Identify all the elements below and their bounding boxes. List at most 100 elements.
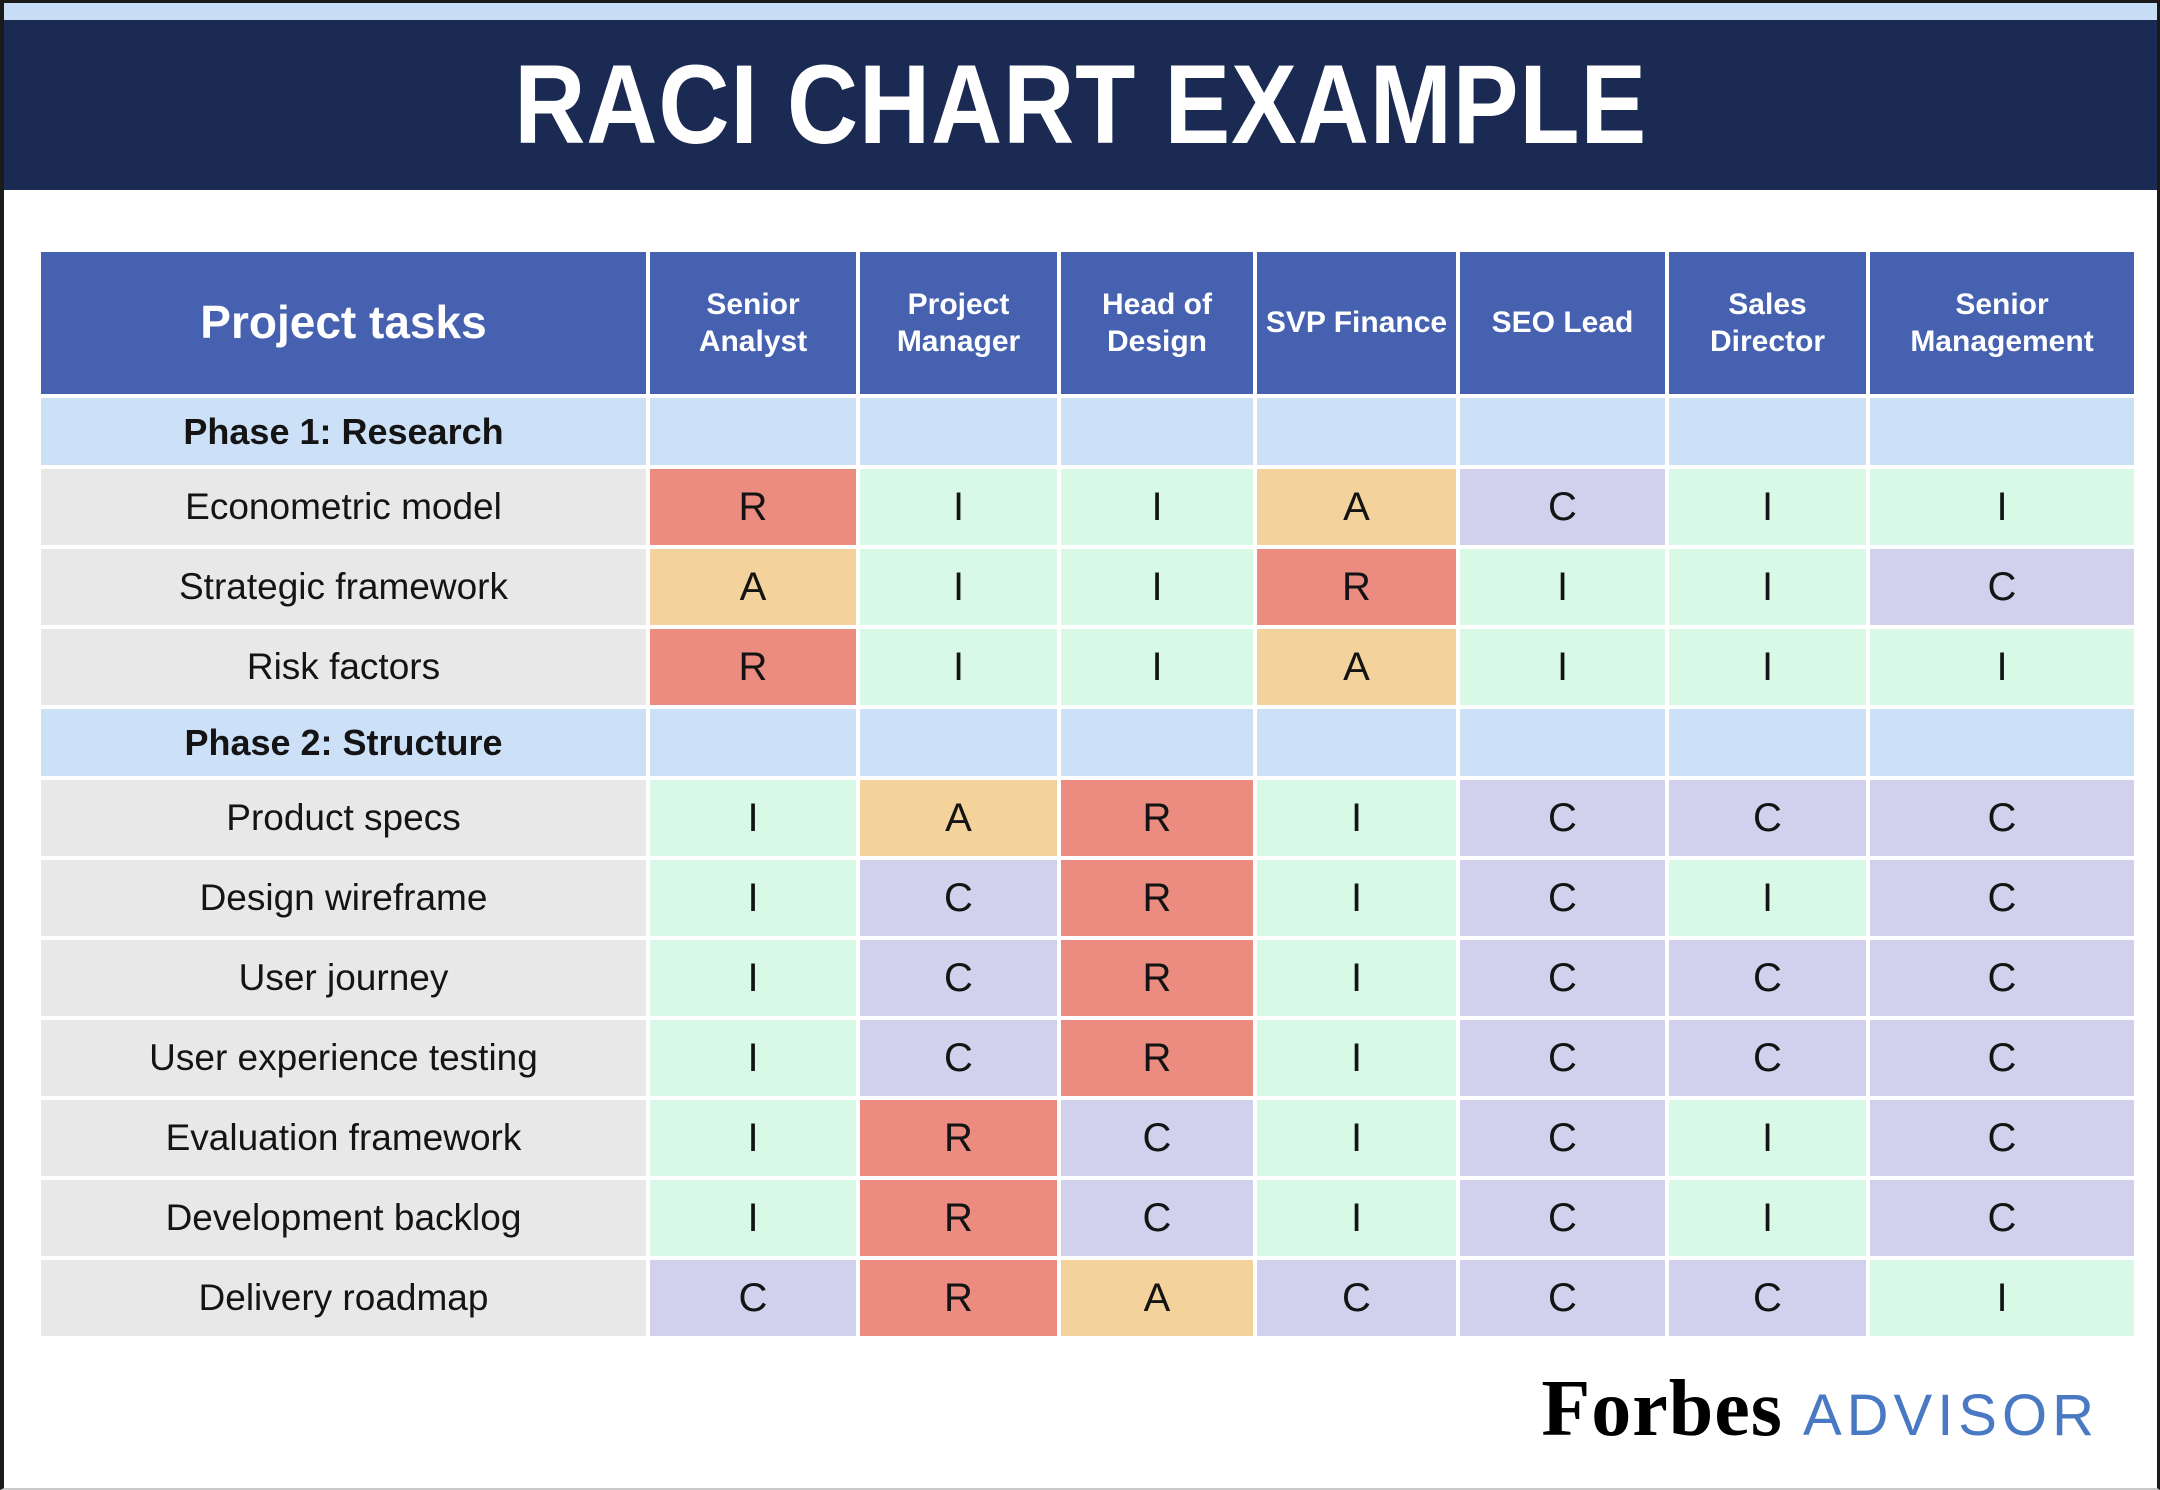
- raci-cell-I: I: [650, 1180, 856, 1256]
- raci-cell-I: I: [1257, 1180, 1456, 1256]
- raci-cell-I: I: [1257, 1020, 1456, 1096]
- phase-empty-cell: [1257, 709, 1456, 776]
- task-label-strategic-framework: Strategic framework: [41, 549, 646, 625]
- column-header-svp-finance: SVP Finance: [1257, 252, 1456, 394]
- raci-cell-R: R: [1061, 940, 1253, 1016]
- column-header-senior-analyst: Senior Analyst: [650, 252, 856, 394]
- raci-cell-C: C: [1870, 549, 2134, 625]
- raci-cell-R: R: [860, 1180, 1057, 1256]
- column-header-project-tasks: Project tasks: [41, 252, 646, 394]
- raci-cell-I: I: [650, 1020, 856, 1096]
- raci-cell-I: I: [650, 1100, 856, 1176]
- task-label-user-experience-testing: User experience testing: [41, 1020, 646, 1096]
- raci-cell-R: R: [1257, 549, 1456, 625]
- raci-cell-I: I: [860, 549, 1057, 625]
- phase-label-phase-1-research: Phase 1: Research: [41, 398, 646, 465]
- raci-cell-I: I: [1257, 860, 1456, 936]
- raci-cell-C: C: [1870, 940, 2134, 1016]
- phase-empty-cell: [1870, 398, 2134, 465]
- raci-cell-R: R: [650, 629, 856, 705]
- raci-cell-I: I: [650, 940, 856, 1016]
- task-label-design-wireframe: Design wireframe: [41, 860, 646, 936]
- raci-cell-C: C: [1870, 860, 2134, 936]
- raci-cell-I: I: [1870, 469, 2134, 545]
- raci-cell-C: C: [1870, 1180, 2134, 1256]
- column-header-sales-director: Sales Director: [1669, 252, 1866, 394]
- raci-cell-A: A: [1257, 629, 1456, 705]
- raci-cell-I: I: [1669, 860, 1866, 936]
- raci-cell-C: C: [1460, 469, 1665, 545]
- raci-cell-I: I: [1460, 629, 1665, 705]
- task-label-risk-factors: Risk factors: [41, 629, 646, 705]
- task-label-evaluation-framework: Evaluation framework: [41, 1100, 646, 1176]
- phase-empty-cell: [1257, 398, 1456, 465]
- raci-cell-R: R: [860, 1100, 1057, 1176]
- raci-cell-R: R: [1061, 780, 1253, 856]
- raci-cell-C: C: [1460, 940, 1665, 1016]
- raci-cell-I: I: [1870, 629, 2134, 705]
- raci-cell-R: R: [650, 469, 856, 545]
- raci-cell-C: C: [1460, 1100, 1665, 1176]
- raci-cell-I: I: [1669, 1180, 1866, 1256]
- raci-cell-C: C: [860, 860, 1057, 936]
- phase-empty-cell: [1460, 398, 1665, 465]
- column-header-seo-lead: SEO Lead: [1460, 252, 1665, 394]
- top-strip: [4, 3, 2157, 20]
- advisor-wordmark: ADVISOR: [1802, 1383, 2099, 1448]
- phase-empty-cell: [1870, 709, 2134, 776]
- phase-empty-cell: [1669, 709, 1866, 776]
- raci-cell-I: I: [1061, 549, 1253, 625]
- banner: RACI CHART EXAMPLE: [4, 20, 2157, 190]
- phase-row: Phase 1: Research: [41, 398, 2134, 465]
- raci-cell-C: C: [1870, 1020, 2134, 1096]
- raci-cell-A: A: [1061, 1260, 1253, 1336]
- raci-cell-I: I: [1257, 780, 1456, 856]
- raci-cell-C: C: [1669, 1260, 1866, 1336]
- raci-cell-I: I: [1870, 1260, 2134, 1336]
- phase-empty-cell: [650, 398, 856, 465]
- raci-cell-C: C: [1061, 1100, 1253, 1176]
- raci-cell-I: I: [650, 860, 856, 936]
- task-label-product-specs: Product specs: [41, 780, 646, 856]
- raci-cell-C: C: [1669, 1020, 1866, 1096]
- phase-row: Phase 2: Structure: [41, 709, 2134, 776]
- raci-cell-I: I: [1257, 940, 1456, 1016]
- raci-cell-A: A: [1257, 469, 1456, 545]
- raci-cell-C: C: [1460, 860, 1665, 936]
- phase-empty-cell: [1669, 398, 1866, 465]
- phase-empty-cell: [860, 709, 1057, 776]
- raci-cell-I: I: [1669, 1100, 1866, 1176]
- raci-cell-C: C: [1460, 1260, 1665, 1336]
- footer-logo: Forbes ADVISOR: [4, 1364, 2157, 1455]
- task-label-econometric-model: Econometric model: [41, 469, 646, 545]
- raci-cell-I: I: [1257, 1100, 1456, 1176]
- raci-cell-C: C: [1460, 1020, 1665, 1096]
- task-label-delivery-roadmap: Delivery roadmap: [41, 1260, 646, 1336]
- raci-cell-I: I: [1460, 549, 1665, 625]
- task-label-development-backlog: Development backlog: [41, 1180, 646, 1256]
- raci-cell-C: C: [650, 1260, 856, 1336]
- raci-cell-I: I: [1061, 629, 1253, 705]
- raci-cell-I: I: [1669, 549, 1866, 625]
- raci-cell-C: C: [1669, 940, 1866, 1016]
- phase-label-phase-2-structure: Phase 2: Structure: [41, 709, 646, 776]
- column-header-senior-management: Senior Management: [1870, 252, 2134, 394]
- raci-cell-C: C: [860, 940, 1057, 1016]
- raci-cell-C: C: [1870, 780, 2134, 856]
- raci-cell-I: I: [860, 469, 1057, 545]
- phase-empty-cell: [650, 709, 856, 776]
- column-header-head-of-design: Head of Design: [1061, 252, 1253, 394]
- raci-cell-C: C: [1669, 780, 1866, 856]
- raci-cell-R: R: [1061, 1020, 1253, 1096]
- forbes-wordmark: Forbes: [1541, 1365, 1783, 1453]
- raci-cell-I: I: [1061, 469, 1253, 545]
- raci-cell-I: I: [1669, 629, 1866, 705]
